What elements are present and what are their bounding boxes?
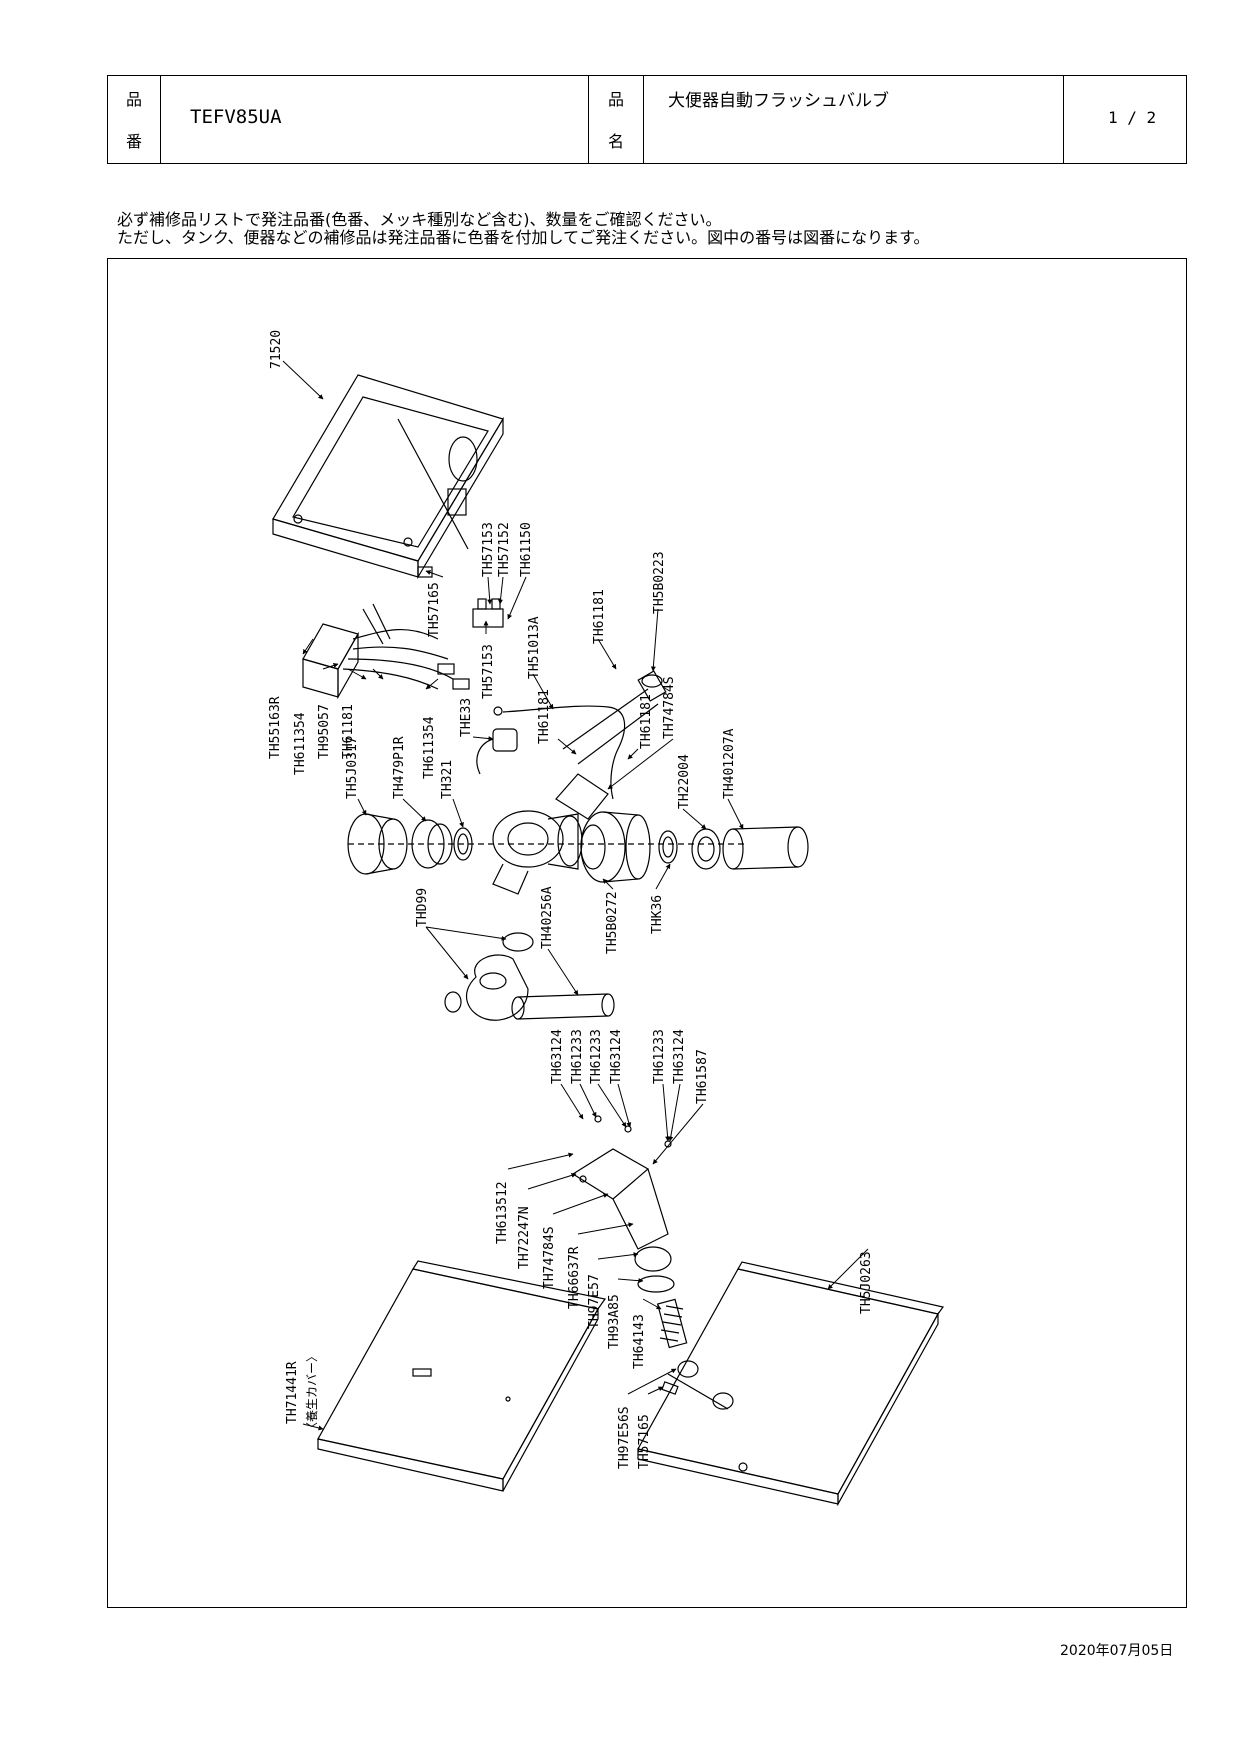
label-th61181: TH61181	[592, 589, 607, 644]
note-line-1: 必ず補修品リストで発注品番(色番、メッキ種別など含む)、数量をご確認ください。	[117, 210, 722, 229]
label-th611354: TH611354	[293, 712, 308, 775]
box-71520	[272, 374, 504, 580]
sensor-th5b0223	[637, 670, 667, 702]
divider	[643, 76, 644, 163]
panel-th71441r	[317, 1260, 607, 1492]
label-thd99: THD99	[415, 888, 430, 927]
label-th61181: TH61181	[639, 694, 654, 749]
label-th57153: TH57153	[481, 644, 496, 699]
label-thk36: THK36	[650, 895, 665, 934]
label-th5j0263: TH5J0263	[859, 1251, 874, 1314]
the33-part	[476, 728, 518, 775]
label-th5b0272: TH5B0272	[605, 891, 620, 954]
product-name: 大便器自動フラッシュバルブ	[668, 91, 889, 111]
label-th55163r: TH55163R	[268, 696, 283, 759]
label-the33: THE33	[459, 698, 474, 737]
label-th97e57: TH97E57	[587, 1274, 602, 1329]
label-th61181: TH61181	[341, 704, 356, 759]
label-th72247n: TH72247N	[517, 1206, 532, 1269]
label-71520: 71520	[269, 330, 284, 369]
label-th63124: TH63124	[672, 1029, 687, 1084]
label-th401207a: TH401207A	[722, 728, 737, 799]
valve-body	[492, 688, 659, 895]
label-th97e56s: TH97E56S	[617, 1406, 632, 1469]
exploded-diagram: 71520 TH57165 TH57153 TH57152 TH61150 TH…	[107, 258, 1187, 1608]
label-th61150: TH61150	[519, 522, 534, 577]
left-chain	[347, 813, 748, 875]
panel-th5j0263	[637, 1261, 945, 1507]
label-th61181: TH61181	[537, 689, 552, 744]
label-th57153: TH57153	[481, 522, 496, 577]
label-th63124: TH63124	[550, 1029, 565, 1084]
label-th479p1r: TH479P1R	[392, 736, 407, 799]
title-block: 品 番 TEFV85UA 品 名 大便器自動フラッシュバルブ 1 / 2	[107, 75, 1187, 164]
label-th613512: TH613512	[495, 1181, 510, 1244]
label-th22004: TH22004	[677, 754, 692, 809]
divider	[588, 76, 589, 163]
issue-date: 2020年07月05日	[1060, 1643, 1174, 1659]
label-th74784s: TH74784S	[662, 676, 677, 739]
label-th74784s: TH74784S	[542, 1226, 557, 1289]
label-th64143: TH64143	[632, 1314, 647, 1369]
label-th321: TH321	[440, 760, 455, 799]
label-th51013a: TH51013A	[527, 616, 542, 679]
part-no-label: 番	[126, 132, 143, 151]
name-label: 名	[608, 132, 625, 151]
leader-lines	[282, 360, 869, 1431]
note-line-2: ただし、タンク、便器などの補修品は発注品番に色番を付加してご発注ください。図中の…	[117, 228, 930, 247]
label-th57165: TH57165	[427, 582, 442, 637]
diagram-svg: 71520 TH57165 TH57153 TH57152 TH61150 TH…	[268, 330, 945, 1507]
label-th57165: TH57165	[637, 1414, 652, 1469]
cable-th51013a	[502, 705, 626, 800]
label-th66637r: TH66637R	[567, 1246, 582, 1309]
divider	[160, 76, 161, 163]
label-th63124: TH63124	[609, 1029, 624, 1084]
part-no-label: 品	[126, 90, 143, 109]
label-cover-note: 〈養生カバー〉	[304, 1350, 319, 1434]
label-th93a85: TH93A85	[607, 1294, 622, 1349]
label-th57152: TH57152	[497, 522, 512, 577]
control-unit	[302, 603, 470, 700]
label-th5b0223: TH5B0223	[652, 551, 667, 614]
page-indicator: 1 / 2	[1108, 108, 1157, 127]
name-label: 品	[608, 90, 625, 109]
label-th61233: TH61233	[652, 1029, 667, 1084]
label-th71441r: TH71441R	[285, 1361, 300, 1424]
label-th611354: TH611354	[422, 716, 437, 779]
label-th61233: TH61233	[570, 1029, 585, 1084]
label-th40256a: TH40256A	[540, 886, 555, 949]
elbow-and-pipe	[444, 932, 615, 1021]
label-th61587: TH61587	[695, 1049, 710, 1104]
label-th5j0317: TH5J0317	[345, 736, 360, 799]
divider	[1063, 76, 1064, 163]
right-chain	[580, 811, 809, 883]
label-th61233: TH61233	[589, 1029, 604, 1084]
label-th95057: TH95057	[317, 704, 332, 759]
part-number: TEFV85UA	[190, 106, 282, 128]
